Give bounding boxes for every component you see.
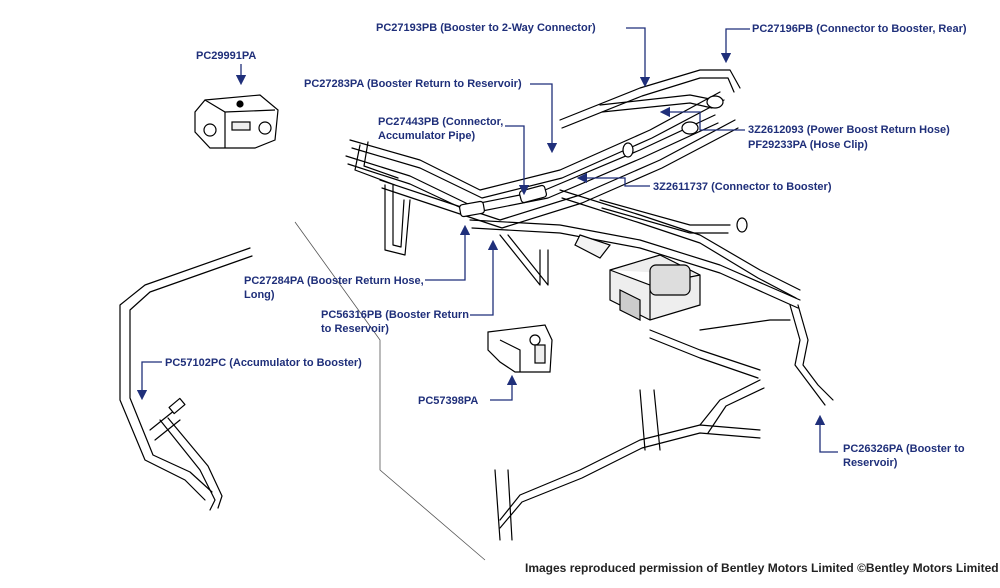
copyright-credit: Images reproduced permission of Bentley … xyxy=(525,561,999,575)
label-pc27283pa: PC27283PA (Booster Return to Reservoir) xyxy=(304,78,522,90)
reference-lines xyxy=(294,221,486,561)
label-pc27284pa-line2: Long) xyxy=(244,289,275,301)
label-pc27443pb-line1: PC27443PB (Connector, xyxy=(378,116,504,128)
label-pc57102pc: PC57102PC (Accumulator to Booster) xyxy=(165,357,362,369)
callout-leaders xyxy=(136,27,838,453)
label-pc56316pb-line1: PC56316PB (Booster Return xyxy=(321,309,469,321)
bracket-part xyxy=(487,324,553,373)
label-3z2611737: 3Z2611737 (Connector to Booster) xyxy=(653,181,832,193)
label-pc26326pa-line2: Reservoir) xyxy=(843,457,898,469)
accumulator-hose-assembly xyxy=(119,247,253,511)
label-pc27284pa-line1: PC27284PA (Booster Return Hose, xyxy=(244,275,424,287)
label-pc56316pb-line2: to Reservoir) xyxy=(321,323,389,335)
label-pc27193pb: PC27193PB (Booster to 2-Way Connector) xyxy=(376,22,596,34)
label-3z2612093: 3Z2612093 (Power Boost Return Hose) xyxy=(748,124,950,136)
label-pc29991pa: PC29991PA xyxy=(196,50,257,62)
pipe-assembly xyxy=(345,69,834,541)
hose-clip-part xyxy=(194,94,279,149)
label-pc26326pa-line1: PC26326PA (Booster to xyxy=(843,443,965,455)
label-pc27443pb-line2: Accumulator Pipe) xyxy=(378,130,476,142)
label-pf29233pa: PF29233PA (Hose Clip) xyxy=(748,139,868,151)
label-pc57398pa: PC57398PA xyxy=(418,395,479,407)
label-pc27196pb: PC27196PB (Connector to Booster, Rear) xyxy=(752,23,967,35)
accumulator-body xyxy=(609,254,701,321)
